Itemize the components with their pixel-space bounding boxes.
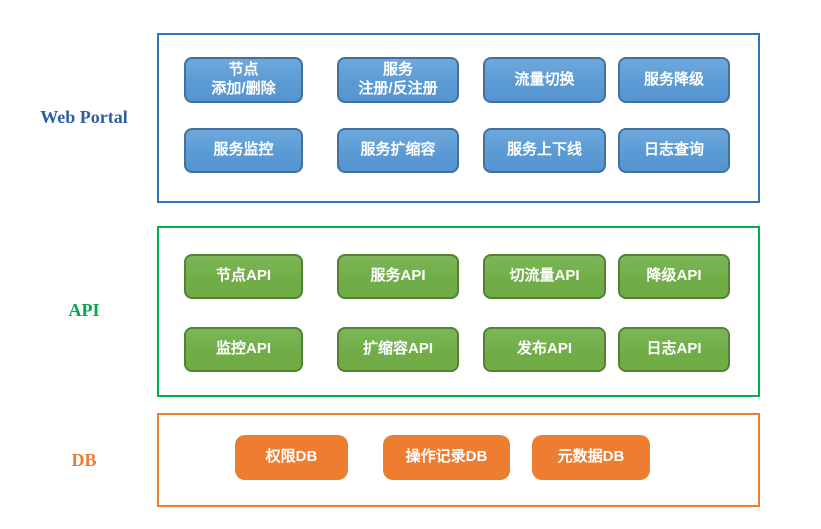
- button-service-register-unregister: 服务 注册/反注册: [337, 57, 459, 103]
- button-operation-record-db: 操作记录DB: [383, 435, 510, 480]
- db-label: DB: [71, 450, 97, 470]
- button-traffic-switch-api: 切流量API: [483, 254, 606, 299]
- web-portal-label: Web Portal: [40, 107, 128, 127]
- button-log-api: 日志API: [618, 327, 730, 372]
- api-label: API: [68, 300, 100, 320]
- button-service-scale: 服务扩缩容: [337, 128, 459, 173]
- button-service-monitor: 服务监控: [184, 128, 303, 173]
- button-service-online-offline: 服务上下线: [483, 128, 606, 173]
- button-monitor-api: 监控API: [184, 327, 303, 372]
- button-metadata-db: 元数据DB: [532, 435, 650, 480]
- db-panel: 权限DB 操作记录DB 元数据DB: [157, 413, 760, 507]
- button-publish-api: 发布API: [483, 327, 606, 372]
- button-permission-db: 权限DB: [235, 435, 348, 480]
- button-traffic-switch: 流量切换: [483, 57, 606, 103]
- button-service-degrade: 服务降级: [618, 57, 730, 103]
- button-log-query: 日志查询: [618, 128, 730, 173]
- button-degrade-api: 降级API: [618, 254, 730, 299]
- button-node-api: 节点API: [184, 254, 303, 299]
- web-portal-panel: 节点 添加/删除 服务 注册/反注册 流量切换 服务降级 服务监控 服务扩缩容 …: [157, 33, 760, 203]
- button-node-add-delete: 节点 添加/删除: [184, 57, 303, 103]
- api-panel: 节点API 服务API 切流量API 降级API 监控API 扩缩容API 发布…: [157, 226, 760, 397]
- button-scale-api: 扩缩容API: [337, 327, 459, 372]
- button-service-api: 服务API: [337, 254, 459, 299]
